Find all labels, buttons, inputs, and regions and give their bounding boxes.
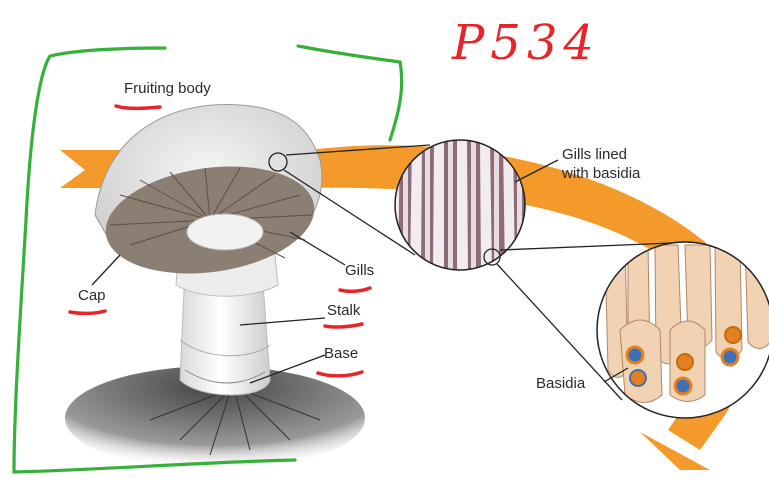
label-base: Base [324, 345, 358, 363]
cap-shape [95, 104, 322, 286]
label-fruiting-body: Fruiting body [124, 80, 211, 98]
label-gills: Gills [345, 262, 374, 280]
handwritten-page-note: P534 [452, 18, 600, 68]
label-gills-lined-with-basidia: Gills lined with basidia [562, 145, 640, 183]
basidia-magnified-circle [597, 242, 769, 418]
label-stalk: Stalk [327, 302, 360, 320]
label-basidia: Basidia [536, 375, 585, 393]
label-cap: Cap [78, 287, 106, 305]
